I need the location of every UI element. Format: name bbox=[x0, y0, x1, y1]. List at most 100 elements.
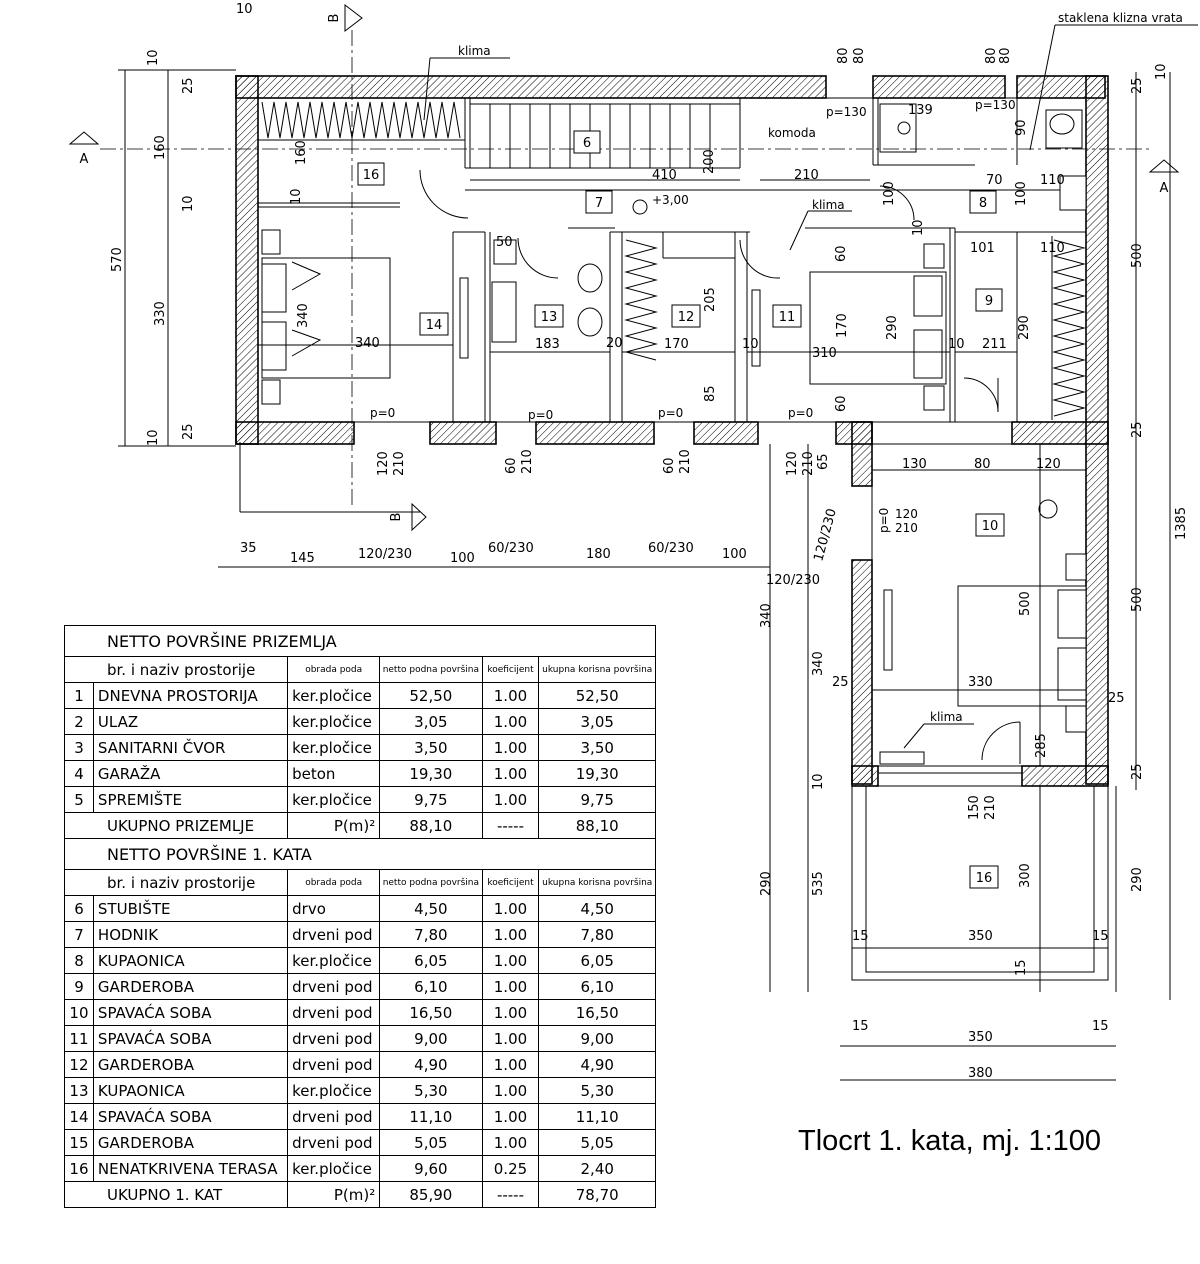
dim-left-25b: 25 bbox=[181, 423, 196, 440]
row-net: 9,00 bbox=[379, 1025, 483, 1052]
row-floor: ker.pločice bbox=[287, 734, 381, 761]
room-14-label: 14 bbox=[426, 318, 443, 333]
first-total-label: UKUPNO 1. KAT bbox=[63, 1181, 289, 1208]
row-name: GARDEROBA bbox=[92, 1129, 289, 1156]
dim-terrace-380: 380 bbox=[968, 1066, 993, 1081]
dim-left-570: 570 bbox=[110, 247, 125, 272]
dim-90: 90 bbox=[1014, 119, 1029, 136]
dim-80-b: 80 bbox=[852, 47, 867, 64]
ground-total-net: 88,10 bbox=[379, 812, 483, 839]
row-name: GARDEROBA bbox=[92, 1051, 289, 1078]
dim-terrace-15-b: 15 bbox=[1092, 1019, 1109, 1034]
row-net: 11,10 bbox=[379, 1103, 483, 1130]
row-no: 12 bbox=[64, 1051, 94, 1078]
dim-100-b: 100 bbox=[882, 181, 897, 206]
room-16-label: 16 bbox=[976, 871, 993, 886]
room-6-label: 6 bbox=[583, 136, 591, 151]
row-coef: 0.25 bbox=[481, 1155, 540, 1182]
dim-340-b: 340 bbox=[296, 303, 311, 328]
first-total-coef: ----- bbox=[481, 1181, 540, 1208]
header-net: netto podna površina bbox=[379, 656, 483, 683]
dimension-lines bbox=[118, 69, 1171, 1081]
row-total: 6,05 bbox=[538, 947, 656, 974]
sill-label-4: p=0 bbox=[788, 406, 813, 420]
komoda-label: komoda bbox=[768, 126, 816, 140]
dim-15-a: 15 bbox=[852, 929, 869, 944]
row-total: 19,30 bbox=[538, 760, 656, 787]
dim-110-b: 110 bbox=[1040, 241, 1065, 256]
inner-walls bbox=[257, 97, 1087, 774]
row-coef: 1.00 bbox=[481, 1077, 540, 1104]
sill-label-3: p=0 bbox=[658, 406, 683, 420]
first-total-net: 85,90 bbox=[379, 1181, 483, 1208]
row-net: 9,75 bbox=[379, 786, 483, 813]
dim-right-25b: 25 bbox=[1130, 77, 1145, 94]
dim-bottom-60-230-b: 60/230 bbox=[648, 541, 694, 556]
dim-20: 20 bbox=[606, 336, 623, 351]
ground-floor-title: NETTO POVRŠINE PRIZEMLJA bbox=[64, 625, 656, 657]
row-no: 16 bbox=[64, 1155, 94, 1182]
section-a-left-label: A bbox=[80, 152, 89, 167]
level-marker-icon bbox=[632, 199, 648, 215]
opening-150: 150 bbox=[967, 795, 982, 820]
row-name: NENATKRIVENA TERASA bbox=[92, 1155, 289, 1182]
header-coef-2: koeficijent bbox=[481, 869, 540, 896]
section-b-bottom-label: B bbox=[389, 513, 404, 522]
row-net: 9,60 bbox=[379, 1155, 483, 1182]
row-no: 11 bbox=[64, 1025, 94, 1052]
row-total: 52,50 bbox=[538, 682, 656, 709]
dim-300: 290 bbox=[1130, 867, 1145, 892]
dim-60-b: 60 bbox=[834, 395, 849, 412]
row-no: 2 bbox=[64, 708, 94, 735]
row-net: 3,50 bbox=[379, 734, 483, 761]
dim-205: 205 bbox=[703, 287, 718, 312]
dim-left-330: 330 bbox=[153, 301, 168, 326]
opening-210-e: 210 bbox=[983, 795, 998, 820]
row-name: SPAVAĆA SOBA bbox=[92, 1025, 289, 1052]
ground-total-label: UKUPNO PRIZEMLJE bbox=[63, 812, 289, 839]
opening-120-b: 120 bbox=[785, 451, 800, 476]
sill-label-2: p=0 bbox=[528, 408, 553, 422]
sill-label-p130-a: p=130 bbox=[826, 105, 867, 119]
furniture bbox=[261, 103, 1087, 765]
sill-label-p130-b: p=130 bbox=[975, 98, 1016, 112]
dim-330: 330 bbox=[968, 675, 993, 690]
sliding-door-leader bbox=[423, 24, 1198, 749]
row-floor: ker.pločice bbox=[287, 682, 381, 709]
header-room: br. i naziv prostorije bbox=[63, 656, 289, 683]
dim-15-b: 15 bbox=[1092, 929, 1109, 944]
header-coef: koeficijent bbox=[481, 656, 540, 683]
row-total: 16,50 bbox=[538, 999, 656, 1026]
dim-bottom-120-230-c: 120/230 bbox=[811, 507, 839, 563]
row-name: SPAVAĆA SOBA bbox=[92, 999, 289, 1026]
dim-25-b: 25 bbox=[1108, 691, 1125, 706]
dim-290-d: 535 bbox=[811, 871, 826, 896]
dim-500-a: 500 bbox=[1018, 591, 1033, 616]
dim-285: 300 bbox=[1018, 863, 1033, 888]
dim-130: 130 bbox=[902, 457, 927, 472]
row-name: STUBIŠTE bbox=[92, 895, 289, 922]
row-coef: 1.00 bbox=[481, 1051, 540, 1078]
dim-340-a: 340 bbox=[355, 336, 380, 351]
dim-211: 211 bbox=[982, 337, 1007, 352]
wardrobe-zigzag bbox=[258, 101, 1086, 420]
row-net: 19,30 bbox=[379, 760, 483, 787]
opening-210-a: 210 bbox=[392, 451, 407, 476]
dim-25-a: 25 bbox=[832, 675, 849, 690]
row-no: 1 bbox=[64, 682, 94, 709]
room-labels: 16 6 7 8 9 10 11 12 13 14 16 bbox=[357, 130, 1005, 889]
dim-10-c: 10 bbox=[811, 773, 826, 790]
dim-10-d: 10 bbox=[289, 188, 304, 205]
row-coef: 1.00 bbox=[481, 999, 540, 1026]
dim-290-a: 290 bbox=[885, 315, 900, 340]
row-no: 5 bbox=[64, 786, 94, 813]
dim-bottom-180: 180 bbox=[586, 547, 611, 562]
dim-310: 310 bbox=[812, 346, 837, 361]
dim-10-f: 10 bbox=[742, 337, 759, 352]
dim-350-a: 350 bbox=[968, 929, 993, 944]
row-name: SPREMIŠTE bbox=[92, 786, 289, 813]
